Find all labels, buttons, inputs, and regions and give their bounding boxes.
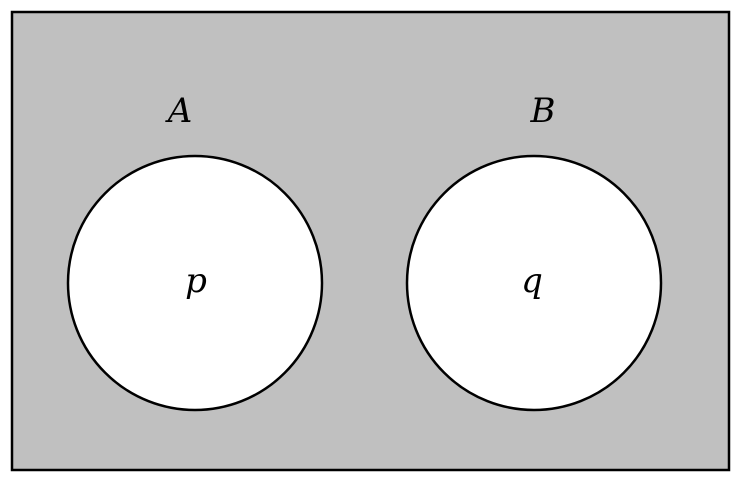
set-b-circle bbox=[405, 154, 663, 412]
set-a-circle bbox=[66, 154, 324, 412]
set-b-element: q bbox=[521, 261, 543, 301]
set-a-element: p bbox=[185, 261, 207, 301]
set-b-label: B bbox=[530, 91, 556, 131]
set-a-label: A bbox=[165, 91, 193, 131]
